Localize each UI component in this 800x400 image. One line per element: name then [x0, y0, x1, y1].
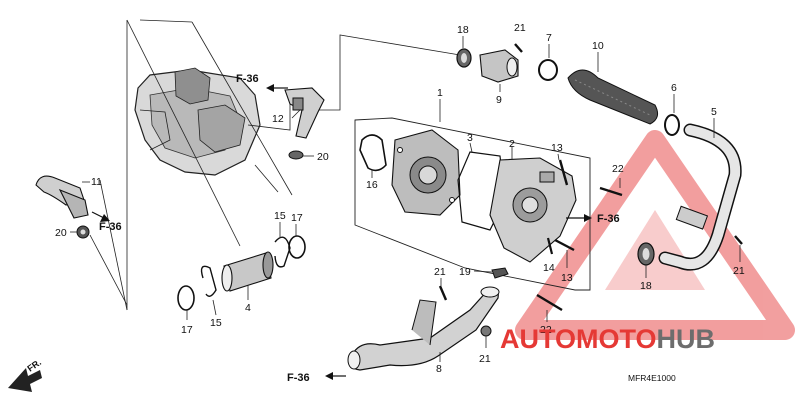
callout-6: 6 [671, 82, 677, 94]
part-18-oring-right [637, 242, 655, 278]
callout-21-middle: 21 [434, 266, 446, 278]
bolt-22-upper [599, 178, 623, 197]
callout-1: 1 [437, 87, 443, 99]
callout-4: 4 [245, 302, 251, 314]
bolt-13-lower [554, 238, 575, 268]
ref-arrow-top [266, 84, 288, 92]
part-2-pump-cover [489, 146, 577, 263]
callout-20-top: 20 [317, 151, 329, 163]
part-20-oring-left [70, 225, 90, 239]
callout-21-top: 21 [514, 22, 526, 34]
part-8-lower-water-pipe [347, 286, 500, 371]
part-17-oring-left [177, 285, 195, 320]
ref-f36-bottom: F-36 [287, 372, 310, 384]
callout-11: 11 [91, 176, 102, 188]
ref-arrow-left [91, 211, 110, 222]
part-19-clip [473, 267, 509, 279]
part-6-hose-clamp [664, 94, 680, 136]
callout-7: 7 [546, 32, 552, 44]
callout-20-left: 20 [55, 227, 67, 239]
part-3-gasket [457, 142, 506, 231]
callout-15-left: 15 [210, 317, 222, 329]
bolt-21-middle [438, 278, 448, 301]
callout-22-upper: 22 [612, 163, 624, 175]
callout-21-bottom: 21 [479, 353, 491, 365]
part-20-oring-top [288, 150, 314, 160]
assembly-group-outline [354, 117, 591, 291]
part-7-hose-clamp [538, 44, 558, 81]
diagram-code: MFR4E1000 [628, 373, 676, 383]
water-pump-impeller-housing [391, 129, 461, 216]
part-16-gasket [359, 134, 387, 178]
callout-21-right: 21 [733, 265, 745, 277]
callout-12: 12 [272, 113, 284, 125]
callout-5: 5 [711, 106, 717, 118]
engine-leader-lines [89, 19, 293, 311]
part-17-oring-right [288, 224, 306, 259]
part-4-pipe [221, 251, 274, 300]
ref-f36-right: F-36 [597, 213, 620, 225]
bolt-21-top [514, 43, 523, 53]
callout-17-right: 17 [291, 212, 303, 224]
svg-text:FR.: FR. [25, 357, 43, 374]
callout-13-lower: 13 [561, 272, 573, 284]
part-15-clip-right [274, 222, 291, 268]
bolt-22-lower [536, 293, 563, 322]
bolt-13-upper [557, 153, 569, 186]
ref-arrow-right [566, 214, 592, 222]
callout-3: 3 [467, 132, 473, 144]
callout-8: 8 [436, 363, 442, 375]
watermark-text: AUTOMOTOHUB [500, 324, 715, 354]
callout-18-top: 18 [457, 24, 469, 36]
callout-22-lower: 22 [540, 324, 552, 336]
part-9-fitting [479, 49, 519, 92]
part-12-sensor [284, 87, 325, 139]
callout-9: 9 [496, 94, 502, 106]
part-11-hose-connector [35, 175, 90, 219]
watermark-logo [515, 130, 795, 340]
bolt-21-right [734, 235, 743, 262]
part-10-hose [567, 52, 659, 125]
front-direction-arrow: FR. [8, 357, 43, 392]
ref-f36-top: F-36 [236, 73, 259, 85]
callout-16: 16 [366, 179, 378, 191]
part-18-oring-top [456, 36, 472, 68]
callout-19: 19 [459, 266, 471, 278]
bolt-21-bottom [480, 325, 492, 348]
callout-2: 2 [509, 138, 515, 150]
ref-arrow-bottom [325, 372, 346, 380]
callout-15-right: 15 [274, 210, 286, 222]
link-line-top [300, 34, 461, 111]
bolt-14 [546, 237, 554, 255]
callout-10: 10 [592, 40, 604, 52]
callout-13-upper: 13 [551, 142, 563, 154]
part-15-clip-left [200, 265, 217, 316]
ref-f36-left: F-36 [99, 221, 122, 233]
callout-18-right: 18 [640, 280, 652, 292]
callout-14: 14 [543, 262, 555, 274]
callout-17-left: 17 [181, 324, 193, 336]
part-5-water-pipe [658, 118, 742, 271]
engine-block-illustration [134, 67, 261, 176]
